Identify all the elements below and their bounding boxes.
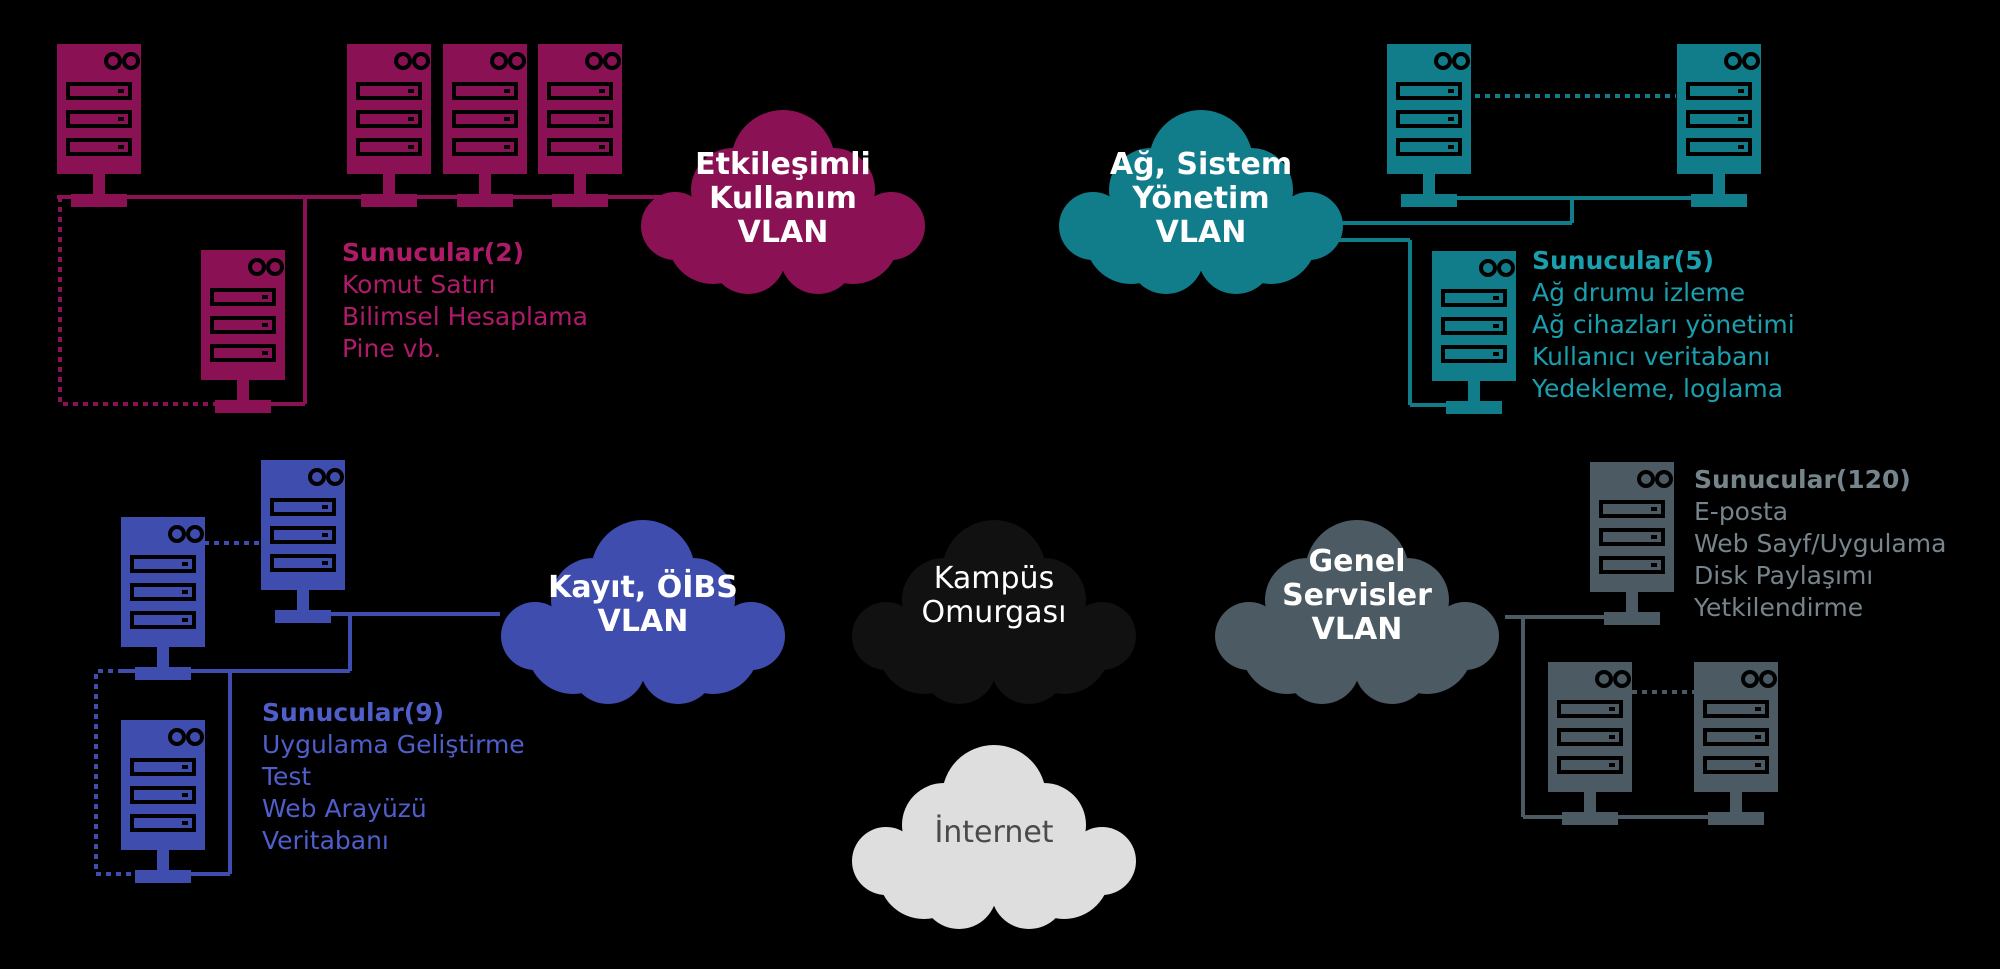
cloud-label-line: Etkileşimli [695,147,871,182]
registration-servers-label: Sunucular(9) Uygulama Geliştirme Test We… [262,697,525,857]
cloud-label-line: VLAN [737,215,829,250]
server-icon [121,720,205,883]
group-item: Web Sayf/Uygulama [1694,529,1947,558]
server-icon [1694,662,1778,825]
general-services-vlan-label: Genel Servisler VLAN [1257,545,1457,647]
server-icon [1548,662,1632,825]
interactive-vlan-label: Etkileşimli Kullanım VLAN [683,148,883,250]
group-item: Yedekleme, loglama [1532,374,1784,403]
group-item: Ağ cihazları yönetimi [1532,310,1795,339]
registration-vlan-label: Kayıt, ÖİBS VLAN [533,571,753,639]
group-title: Sunucular(5) [1532,246,1715,275]
cloud-label-line: Kampüs [933,561,1055,596]
general-servers-label: Sunucular(120) E-posta Web Sayf/Uygulama… [1694,464,1946,624]
cloud-label-line: Omurgası [921,595,1067,630]
server-icon [1677,44,1761,207]
server-icon [538,44,622,207]
network-mgmt-vlan-label: Ağ, Sistem Yönetim VLAN [1101,148,1301,250]
group-item: Ağ drumu izleme [1532,278,1746,307]
group-item: Bilimsel Hesaplama [342,302,588,331]
server-icon [201,250,285,413]
interactive-servers-label: Sunucular(2) Komut Satırı Bilimsel Hesap… [342,237,588,365]
cloud-label-line: VLAN [597,604,689,639]
server-icon [443,44,527,207]
server-icon [121,517,205,680]
server-icon [1432,251,1516,414]
cloud-label-line: Servisler [1282,578,1432,613]
cloud-label-line: Genel [1308,544,1406,579]
cloud-label-line: Yönetim [1132,181,1270,216]
network-mgmt-vlan-group [1320,94,1720,407]
group-item: Uygulama Geliştirme [262,730,525,759]
cloud-label-line: Ağ, Sistem [1109,147,1293,182]
cloud-label-line: Kayıt, ÖİBS [548,570,738,605]
group-item: Veritabanı [262,826,389,855]
server-icon [261,460,345,623]
internet-label: İnternet [894,816,1094,850]
cloud-label-line: VLAN [1155,215,1247,250]
group-item: Web Arayüzü [262,794,427,823]
group-title: Sunucular(2) [342,238,525,267]
group-item: Yetkilendirme [1694,593,1864,622]
cloud-label-line: İnternet [934,815,1054,850]
group-item: Disk Paylaşımı [1694,561,1874,590]
network-mgmt-servers-label: Sunucular(5) Ağ drumu izleme Ağ cihazlar… [1532,245,1795,405]
server-icon [57,44,141,207]
group-item: Test [262,762,312,791]
server-icon [347,44,431,207]
campus-backbone-label: Kampüs Omurgası [894,562,1094,630]
cloud-label-line: Kullanım [709,181,857,216]
group-item: E-posta [1694,497,1789,526]
group-item: Komut Satırı [342,270,496,299]
cloud-label-line: VLAN [1311,612,1403,647]
group-item: Pine vb. [342,334,442,363]
server-icon [1590,462,1674,625]
group-item: Kullanıcı veritabanı [1532,342,1771,371]
group-title: Sunucular(9) [262,698,445,727]
group-title: Sunucular(120) [1694,465,1911,494]
server-icon [1387,44,1471,207]
